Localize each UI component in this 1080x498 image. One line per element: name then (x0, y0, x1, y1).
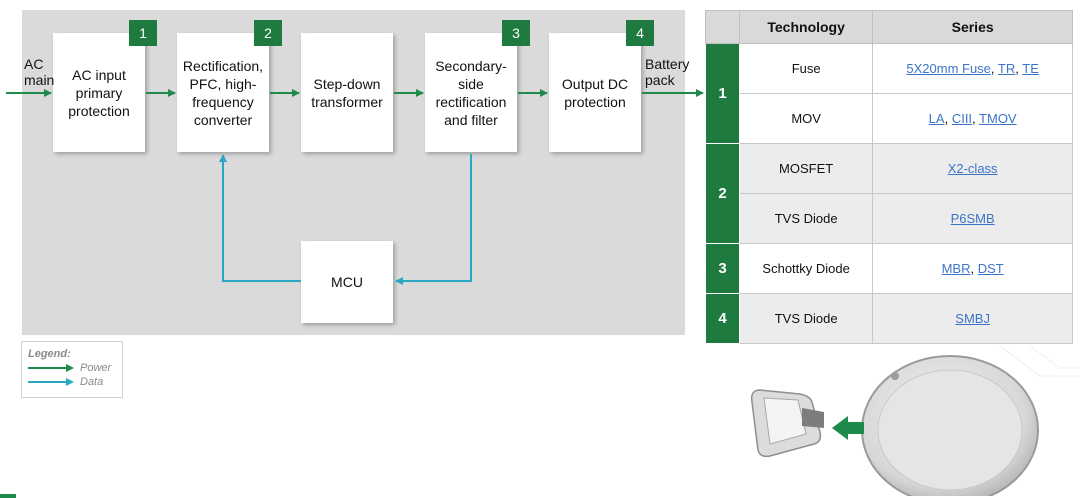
series-link[interactable]: TMOV (979, 111, 1017, 126)
table-row: TVS Diode P6SMB (706, 193, 1073, 244)
series-link[interactable]: DST (977, 261, 1004, 276)
series-link[interactable]: P6SMB (950, 211, 995, 226)
technology-cell: MOSFET (738, 143, 874, 194)
series-link[interactable]: TR (997, 61, 1016, 76)
header-technology: Technology (738, 10, 874, 44)
step-down-label: Step-down transformer (311, 75, 383, 110)
mcu-block: MCU (301, 241, 393, 323)
technology-cell: TVS Diode (738, 293, 874, 344)
series-cell: SMBJ (872, 293, 1073, 344)
legend: Legend: Power Data (21, 341, 123, 398)
output-dc-block: Output DC protection (549, 33, 641, 152)
mcu-label: MCU (331, 274, 363, 290)
series-link[interactable]: X2-class (947, 161, 998, 176)
data-arrow-mcu-to-rect (219, 154, 301, 282)
group-number: 3 (705, 243, 740, 294)
series-link[interactable]: SMBJ (955, 311, 990, 326)
ac-input-block: AC input primary protection (53, 33, 145, 152)
legend-title: Legend: (28, 348, 71, 360)
series-link[interactable]: 5X20mm Fuse (906, 61, 991, 76)
legend-data: Data (80, 376, 104, 388)
step-down-block: Step-down transformer (301, 33, 393, 152)
legend-power: Power (80, 362, 112, 374)
series-link[interactable]: MBR (941, 261, 971, 276)
secondary-label: Secondary-side rectification and filter (435, 57, 507, 128)
robot-vacuum-illustration (750, 346, 1080, 496)
rectification-block: Rectification, PFC, high-frequency conve… (177, 33, 269, 152)
ac-main-label: AC main (24, 56, 55, 88)
group-number: 1 (705, 43, 740, 144)
series-link[interactable]: LA (928, 111, 945, 126)
badge-4: 4 (626, 20, 654, 46)
table-header-row: Technology Series (705, 10, 1073, 44)
technology-cell: TVS Diode (738, 193, 874, 244)
series-link[interactable]: CIII (951, 111, 973, 126)
technology-cell: Schottky Diode (738, 243, 874, 294)
group-number: 2 (705, 143, 740, 244)
rectification-label: Rectification, PFC, high-frequency conve… (182, 57, 264, 128)
header-series: Series (872, 10, 1073, 44)
output-dc-label: Output DC protection (561, 75, 629, 110)
technology-cell: Fuse (738, 43, 874, 94)
badge-3: 3 (502, 20, 530, 46)
group-number: 4 (705, 293, 740, 344)
corner-accent (0, 494, 16, 498)
series-cell: LA, CIII, TMOV (872, 93, 1073, 144)
data-arrow-secondary-to-mcu (395, 154, 472, 285)
series-link[interactable]: TE (1022, 61, 1039, 76)
series-cell: P6SMB (872, 193, 1073, 244)
badge-1: 1 (129, 20, 157, 46)
series-cell: MBR, DST (872, 243, 1073, 294)
header-blank (705, 10, 740, 44)
legend-arrows (28, 364, 74, 386)
series-cell: 5X20mm Fuse, TR, TE (872, 43, 1073, 94)
flow-arrows (6, 89, 704, 285)
ac-input-label: AC input primary protection (68, 66, 130, 119)
badge-2: 2 (254, 20, 282, 46)
secondary-block: Secondary-side rectification and filter (425, 33, 517, 152)
battery-pack-label: Battery pack (645, 56, 690, 88)
technology-cell: MOV (738, 93, 874, 144)
series-cell: X2-class (872, 143, 1073, 194)
